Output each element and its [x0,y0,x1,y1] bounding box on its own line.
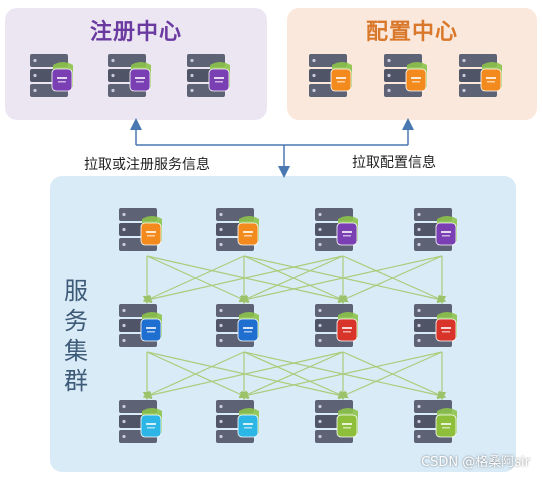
cluster-label-char: 务 [64,307,88,335]
cluster-label-char: 集 [64,337,88,365]
register-flow-label: 拉取或注册服务信息 [84,157,210,173]
cluster-server-node [214,398,260,446]
cluster-server-node [214,302,260,350]
registry-center-title: 注册中心 [89,20,182,45]
server-icon [216,400,259,443]
service-cluster-label: 服 务 集 群 [61,276,91,396]
watermark: CSDN @格桑阿sir [421,455,530,470]
server-icon [459,54,502,97]
server-icon [414,208,457,251]
server-icon [119,400,162,443]
cluster-label-char: 服 [64,277,88,305]
cluster-label-char: 群 [64,367,88,395]
server-icon [216,304,259,347]
registry-server-node [28,52,74,100]
cluster-server-node [117,206,163,254]
server-icon [315,304,358,347]
cluster-server-node [412,398,458,446]
server-icon [315,208,358,251]
cluster-server-node [313,398,359,446]
cluster-server-node [117,302,163,350]
config-center-title: 配置中心 [365,20,458,45]
cluster-server-node [313,206,359,254]
cluster-server-node [214,206,260,254]
cluster-server-node [412,206,458,254]
registry-server-node [185,52,231,100]
cluster-server-node [117,398,163,446]
server-icon [315,400,358,443]
config-server-node [307,52,353,100]
server-icon [187,54,230,97]
server-icon [384,54,427,97]
cluster-server-node [313,302,359,350]
server-icon [216,208,259,251]
server-icon [119,208,162,251]
server-icon [414,304,457,347]
cluster-server-node [412,302,458,350]
server-icon [309,54,352,97]
registry-config-connector [130,118,414,178]
config-server-node [382,52,428,100]
config-flow-label: 拉取配置信息 [352,155,436,171]
server-icon [30,54,73,97]
server-icon [108,54,151,97]
server-icon [414,400,457,443]
registry-server-node [106,52,152,100]
server-icon [119,304,162,347]
config-server-node [457,52,503,100]
